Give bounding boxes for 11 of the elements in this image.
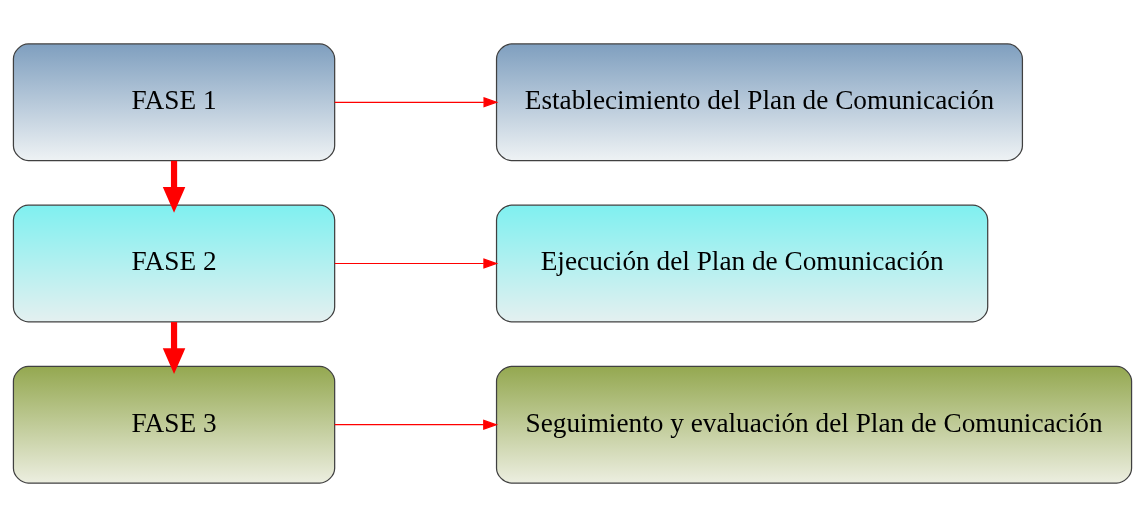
arrow	[334, 419, 499, 430]
node-box: Seguimiento y evaluación del Plan de Comunicación	[495, 365, 1133, 484]
node-box: Ejecución del Plan de Comunicación	[495, 204, 989, 322]
node-box: Establecimiento del Plan de Comunicación	[495, 42, 1024, 161]
node-box: FASE 1	[12, 42, 336, 161]
node-box: FASE 2	[12, 204, 336, 322]
node-box: FASE 3	[12, 365, 336, 484]
arrow	[334, 96, 499, 107]
arrow	[334, 257, 499, 269]
arrow	[162, 321, 186, 374]
arrow	[162, 160, 186, 213]
